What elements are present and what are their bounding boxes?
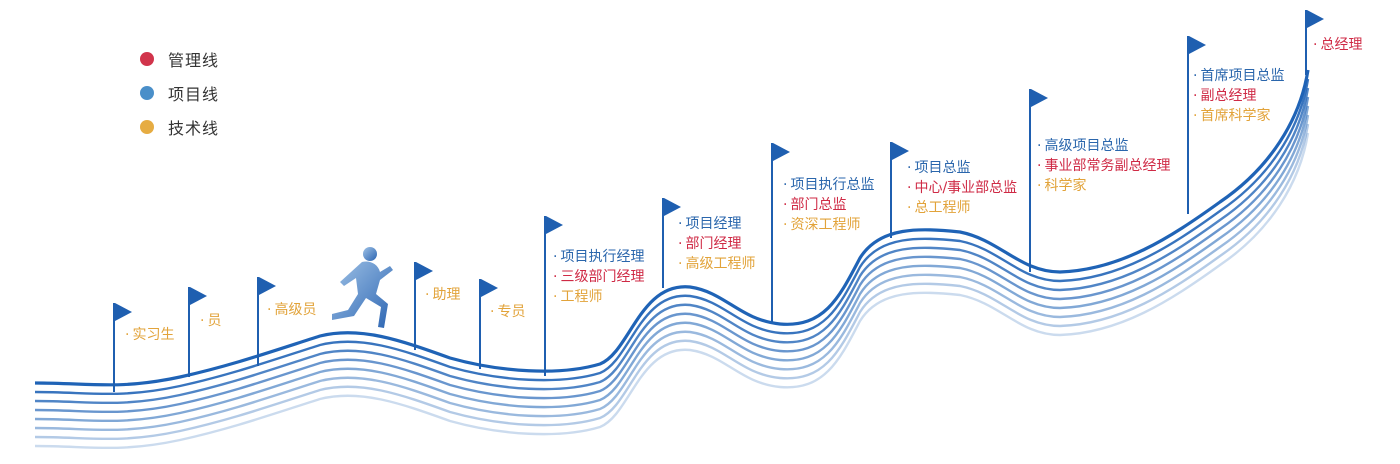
role-tech: 员 <box>200 311 221 331</box>
role-list: 项目总监中心/事业部总监总工程师 <box>907 158 1017 218</box>
role-mgmt: 副总经理 <box>1193 86 1284 106</box>
role-proj: 高级项目总监 <box>1037 136 1170 156</box>
flag-icon <box>892 142 909 160</box>
role-proj: 项目执行经理 <box>553 247 644 267</box>
role-list: 首席项目总监副总经理首席科学家 <box>1193 66 1284 126</box>
flag-pole <box>662 198 664 288</box>
role-list: 项目执行总监部门总监资深工程师 <box>783 175 874 235</box>
flag-pole <box>771 143 773 322</box>
wave-line <box>34 105 1310 423</box>
role-proj: 项目总监 <box>907 158 1017 178</box>
role-list: 项目执行经理三级部门经理工程师 <box>553 247 644 307</box>
flag-icon <box>190 287 207 305</box>
flag-icon <box>416 262 433 280</box>
wave-line <box>34 123 1310 441</box>
role-mgmt: 总经理 <box>1313 35 1362 55</box>
wave-line <box>34 132 1310 450</box>
flag-icon <box>481 279 498 297</box>
wave-line <box>34 78 1310 396</box>
technical-dot-icon <box>140 120 154 134</box>
flag-pole <box>1305 10 1307 75</box>
legend-label: 技术线 <box>168 119 220 138</box>
role-mgmt: 三级部门经理 <box>553 267 644 287</box>
flag-pole <box>1187 36 1189 214</box>
role-tech: 科学家 <box>1037 176 1170 196</box>
role-tech: 专员 <box>490 302 525 322</box>
wave-line <box>34 87 1310 405</box>
role-mgmt: 部门经理 <box>678 234 755 254</box>
flag-icon <box>773 143 790 161</box>
wave-line <box>34 114 1310 432</box>
role-tech: 高级员 <box>267 300 316 320</box>
flag-icon <box>1307 10 1324 28</box>
legend: 管理线 项目线 技术线 <box>140 42 219 144</box>
role-list: 高级员 <box>267 300 316 320</box>
role-list: 高级项目总监事业部常务副总经理科学家 <box>1037 136 1170 196</box>
flag-pole <box>479 279 481 369</box>
role-list: 员 <box>200 311 221 331</box>
role-mgmt: 事业部常务副总经理 <box>1037 156 1170 176</box>
role-list: 助理 <box>425 285 460 305</box>
legend-item-technical: 技术线 <box>140 110 219 144</box>
runner-icon <box>332 247 393 328</box>
role-mgmt: 部门总监 <box>783 195 874 215</box>
legend-item-project: 项目线 <box>140 76 219 110</box>
flag-icon <box>115 303 132 321</box>
flag-pole <box>113 303 115 392</box>
flag-pole <box>188 287 190 377</box>
role-tech: 实习生 <box>125 325 174 345</box>
role-tech: 工程师 <box>553 287 644 307</box>
flag-icon <box>664 198 681 216</box>
role-proj: 首席项目总监 <box>1193 66 1284 86</box>
role-list: 专员 <box>490 302 525 322</box>
role-list: 项目经理部门经理高级工程师 <box>678 214 755 274</box>
role-tech: 资深工程师 <box>783 215 874 235</box>
flag-pole <box>1029 89 1031 272</box>
flag-pole <box>257 277 259 366</box>
role-list: 总经理 <box>1313 35 1362 55</box>
flag-icon <box>1031 89 1048 107</box>
legend-item-management: 管理线 <box>140 42 219 76</box>
role-tech: 助理 <box>425 285 460 305</box>
flag-pole <box>414 262 416 350</box>
role-proj: 项目执行总监 <box>783 175 874 195</box>
wave-line <box>34 69 1310 387</box>
flag-icon <box>546 216 563 234</box>
role-tech: 总工程师 <box>907 198 1017 218</box>
role-tech: 高级工程师 <box>678 254 755 274</box>
role-list: 实习生 <box>125 325 174 345</box>
flag-pole <box>544 216 546 376</box>
flag-icon <box>1189 36 1206 54</box>
role-proj: 项目经理 <box>678 214 755 234</box>
legend-label: 管理线 <box>168 51 220 70</box>
role-tech: 首席科学家 <box>1193 106 1284 126</box>
role-mgmt: 中心/事业部总监 <box>907 178 1017 198</box>
legend-label: 项目线 <box>168 85 220 104</box>
flag-icon <box>259 277 276 295</box>
management-dot-icon <box>140 52 154 66</box>
wave-line <box>34 96 1310 414</box>
project-dot-icon <box>140 86 154 100</box>
flag-pole <box>890 142 892 238</box>
